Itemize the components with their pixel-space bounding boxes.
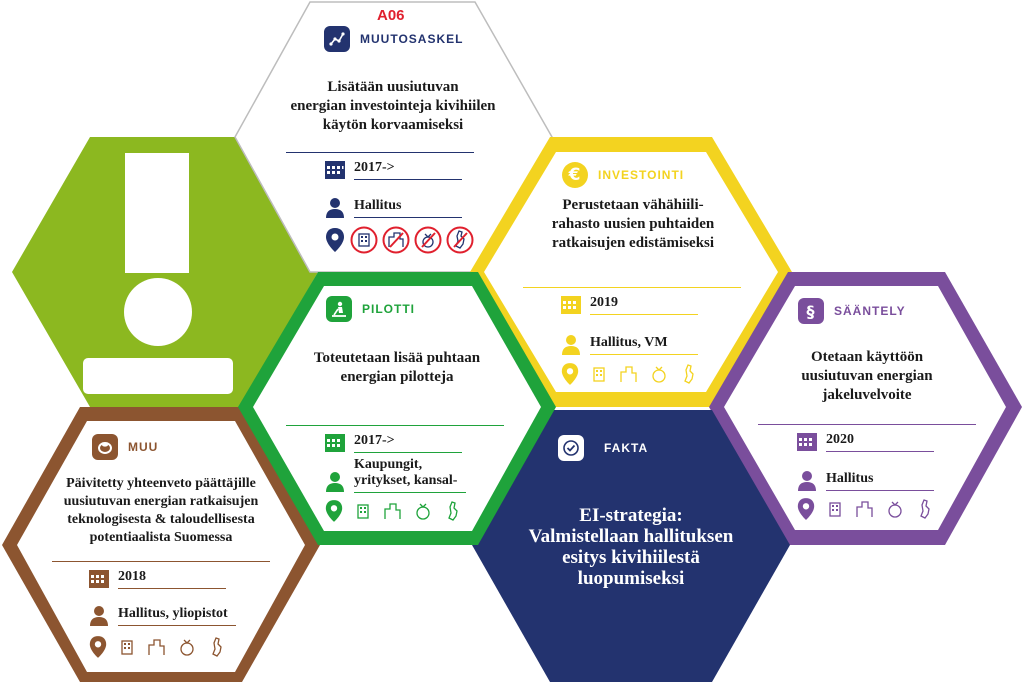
investointi-year-row: 2019 bbox=[560, 294, 698, 316]
finland-map-icon bbox=[446, 226, 474, 254]
muu-actor-row: Hallitus, yliopistot bbox=[88, 605, 236, 627]
finland-map-icon bbox=[684, 364, 694, 384]
city-icon bbox=[382, 226, 410, 254]
exclamation-icon bbox=[83, 153, 233, 394]
building-icon bbox=[121, 640, 133, 655]
ring-icon bbox=[92, 434, 118, 460]
city-icon bbox=[620, 366, 637, 382]
building-icon bbox=[350, 226, 378, 254]
person-icon bbox=[562, 335, 580, 355]
calendar-icon bbox=[561, 296, 581, 314]
location-pin-icon bbox=[797, 498, 815, 520]
muutosaskel-actor: Hallitus bbox=[354, 198, 462, 218]
pilotti-label: PILOTTI bbox=[362, 302, 415, 316]
card-code: A06 bbox=[377, 7, 405, 24]
building-icon bbox=[829, 502, 841, 517]
calendar-icon bbox=[325, 161, 345, 179]
person-icon bbox=[798, 471, 816, 491]
city-icon bbox=[856, 501, 873, 517]
muutosaskel-year: 2017-> bbox=[354, 160, 462, 180]
muu-scope-row bbox=[88, 635, 228, 659]
person-icon bbox=[326, 472, 344, 492]
money-bag-icon bbox=[888, 501, 902, 518]
muutosaskel-scope-row bbox=[324, 226, 474, 254]
fakta-title: EI-strategia: Valmistellaan hallituksen … bbox=[528, 505, 734, 589]
saantely-year: 2020 bbox=[826, 432, 934, 452]
investointi-label: INVESTOINTI bbox=[598, 168, 685, 182]
saantely-label: SÄÄNTELY bbox=[834, 304, 906, 318]
muu-year: 2018 bbox=[118, 569, 226, 589]
investointi-actor: Hallitus, VM bbox=[590, 335, 698, 355]
fakta-hexagon bbox=[472, 410, 790, 682]
divider bbox=[286, 425, 504, 426]
city-icon bbox=[148, 639, 165, 655]
finland-map-icon bbox=[212, 637, 222, 657]
location-pin-icon bbox=[325, 500, 343, 522]
building-icon bbox=[593, 367, 605, 382]
location-pin-icon bbox=[89, 636, 107, 658]
pilotti-category: PILOTTI bbox=[326, 296, 415, 322]
finland-map-icon bbox=[920, 499, 930, 519]
finland-map-icon bbox=[448, 501, 458, 521]
investointi-year: 2019 bbox=[590, 295, 698, 315]
city-icon bbox=[384, 503, 401, 519]
saantely-title: Otetaan käyttöön uusiutuvan energian jak… bbox=[801, 349, 933, 403]
pilotti-scope-row bbox=[324, 499, 464, 523]
muutosaskel-actor-row: Hallitus bbox=[324, 197, 462, 219]
muu-category: MUU bbox=[92, 434, 158, 460]
muutosaskel-title: Lisätään uusiutuvan energian investointe… bbox=[290, 79, 496, 133]
money-bag-icon bbox=[180, 639, 194, 656]
step-chart-icon bbox=[324, 26, 350, 52]
divider bbox=[523, 287, 741, 288]
muutosaskel-label: MUUTOSASKEL bbox=[360, 32, 464, 46]
saantely-year-row: 2020 bbox=[796, 431, 934, 453]
location-pin-icon bbox=[561, 363, 579, 385]
muutosaskel-year-row: 2017-> bbox=[324, 159, 462, 181]
building-icon bbox=[357, 504, 369, 519]
calendar-icon bbox=[325, 434, 345, 452]
pilotti-title: Toteutetaan lisää puhtaan energian pilot… bbox=[313, 350, 481, 385]
divider bbox=[286, 152, 474, 153]
person-icon bbox=[90, 606, 108, 626]
divider bbox=[758, 424, 976, 425]
section-sign-icon: § bbox=[798, 298, 824, 324]
investointi-title: Perustetaan vähähiili- rahasto uusien pu… bbox=[551, 197, 715, 251]
saantely-scope-row bbox=[796, 497, 936, 521]
checkmark-icon bbox=[558, 435, 584, 461]
muu-year-row: 2018 bbox=[88, 568, 226, 590]
pilotti-year: 2017-> bbox=[354, 433, 462, 453]
muu-actor: Hallitus, yliopistot bbox=[118, 606, 236, 626]
money-bag-icon bbox=[652, 366, 666, 383]
money-bag-icon bbox=[414, 226, 442, 254]
investointi-category: € INVESTOINTI bbox=[562, 162, 684, 188]
muu-title: Päivitetty yhteenveto päättäjille uusiut… bbox=[63, 476, 259, 545]
pilotti-year-row: 2017-> bbox=[324, 432, 462, 454]
saantely-actor: Hallitus bbox=[826, 471, 934, 491]
investointi-actor-row: Hallitus, VM bbox=[560, 334, 698, 356]
pilotti-actor: Kaupungit, yritykset, kansal- bbox=[354, 457, 466, 493]
muu-label: MUU bbox=[128, 440, 159, 454]
euro-icon: € bbox=[562, 162, 588, 188]
location-pin-icon bbox=[326, 228, 344, 252]
money-bag-icon bbox=[416, 503, 430, 520]
construction-worker-icon bbox=[326, 296, 352, 322]
saantely-actor-row: Hallitus bbox=[796, 470, 934, 492]
divider bbox=[52, 561, 270, 562]
calendar-icon bbox=[89, 570, 109, 588]
person-icon bbox=[326, 198, 344, 218]
investointi-scope-row bbox=[560, 362, 700, 386]
pilotti-actor-row: Kaupungit, yritykset, kansal- bbox=[324, 457, 466, 493]
muutosaskel-category: MUUTOSASKEL bbox=[324, 26, 463, 52]
fakta-category: FAKTA bbox=[558, 435, 648, 461]
saantely-category: § SÄÄNTELY bbox=[798, 298, 906, 324]
fakta-label: FAKTA bbox=[604, 441, 649, 455]
calendar-icon bbox=[797, 433, 817, 451]
